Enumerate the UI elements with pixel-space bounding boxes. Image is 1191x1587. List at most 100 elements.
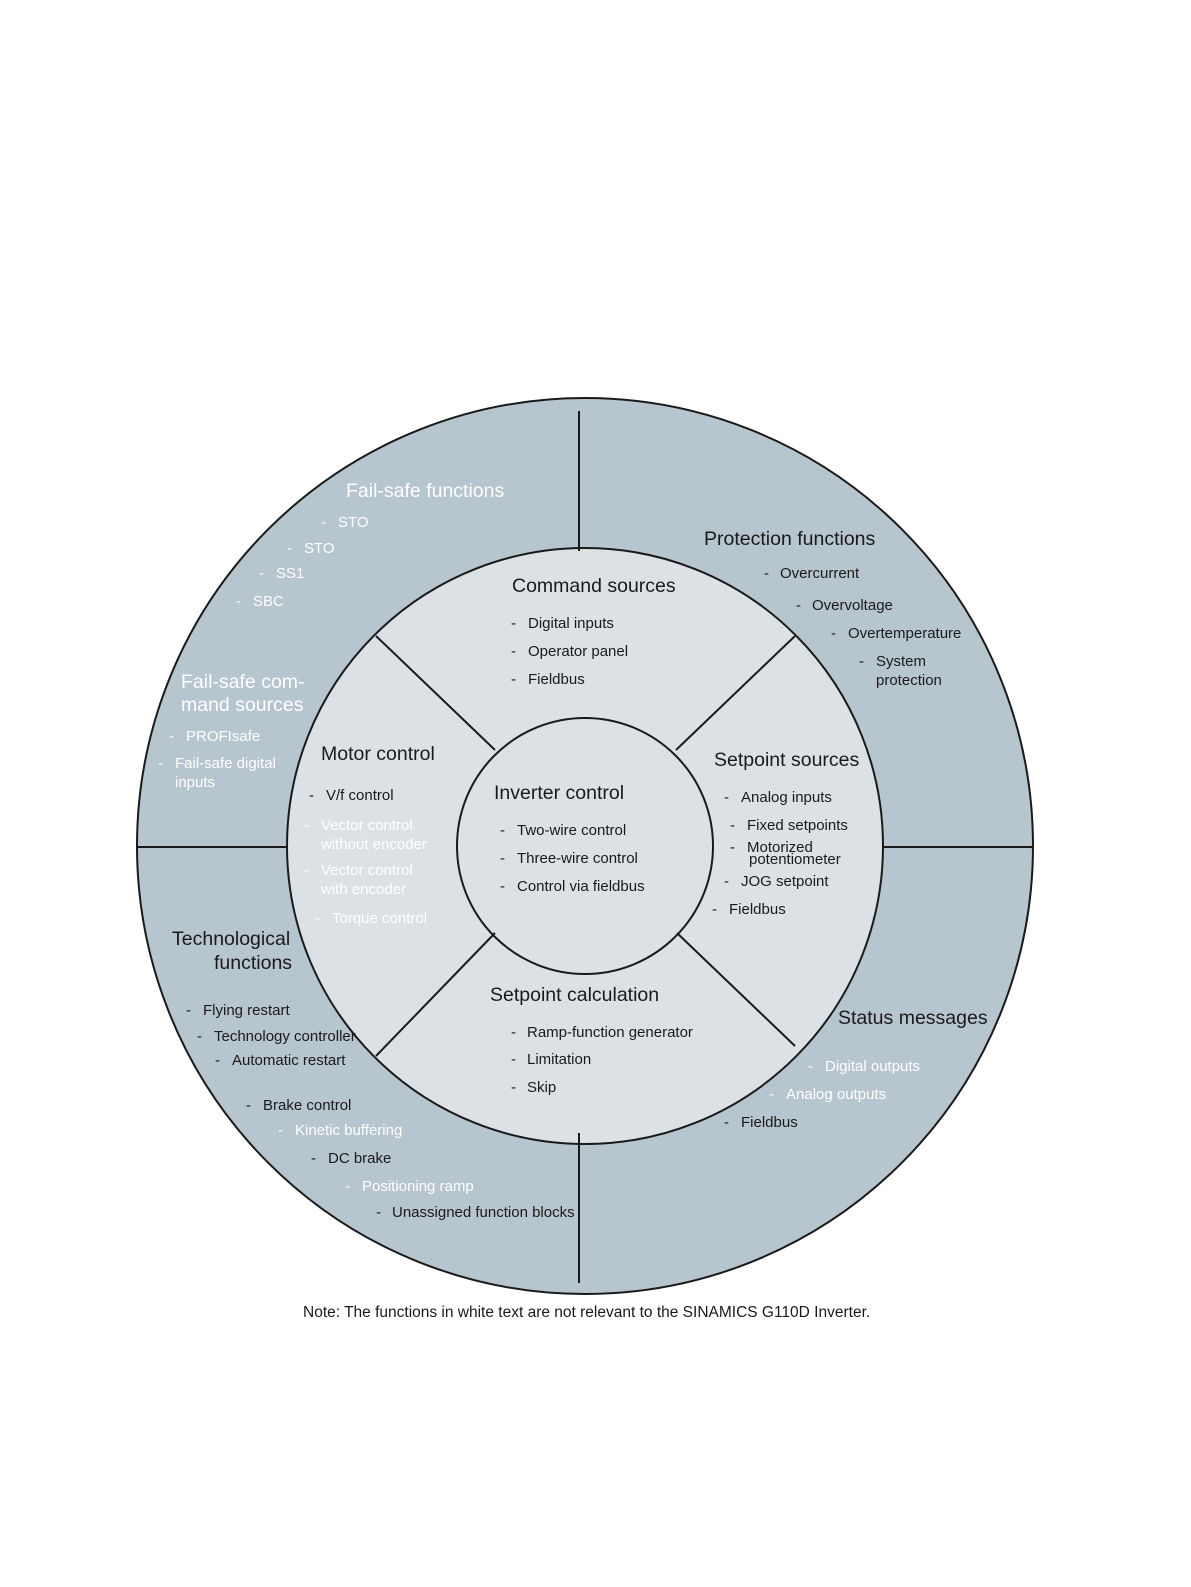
list-item-not-relevant: -STO — [287, 540, 335, 557]
item-label: Fixed setpoints — [747, 817, 848, 834]
list-item-not-relevant: -STO — [321, 514, 369, 531]
section-title: Motor control — [321, 743, 435, 765]
bullet: - — [169, 728, 174, 745]
list-item: -Fieldbus — [724, 1114, 798, 1131]
section-protection-functions: Protection functions -Overcurrent -Overv… — [704, 528, 961, 689]
center-inverter-control: Inverter control -Two-wire control -Thre… — [494, 782, 645, 895]
item-label: Unassigned function blocks — [392, 1204, 575, 1221]
bullet: - — [278, 1122, 283, 1139]
section-title: Fail-safe com- — [181, 671, 305, 693]
list-item: -Automatic restart — [215, 1052, 346, 1069]
list-item: -Brake control — [246, 1097, 351, 1114]
section-title: Setpoint sources — [714, 749, 860, 771]
section-fail-safe-functions: Fail-safe functions -STO -STO -SS1 -SBC — [236, 480, 504, 610]
inner-divider-top-right — [675, 635, 796, 751]
list-item: -JOG setpoint — [724, 873, 829, 890]
center-title: Inverter control — [494, 782, 624, 804]
inner-divider-top-left — [375, 635, 496, 751]
item-label: Fieldbus — [528, 671, 585, 688]
center-item: -Three-wire control — [500, 850, 638, 867]
item-label: JOG setpoint — [741, 873, 829, 890]
bullet: - — [808, 1058, 813, 1075]
list-item: -Fixed setpoints — [730, 817, 848, 834]
bullet: - — [796, 597, 801, 614]
section-title: Protection functions — [704, 528, 876, 550]
bullet: - — [376, 1204, 381, 1221]
section-title: Status messages — [838, 1007, 988, 1029]
item-label: Automatic restart — [232, 1052, 346, 1069]
item-label-line2: with encoder — [320, 881, 406, 898]
bullet: - — [500, 822, 505, 839]
bullet: - — [309, 787, 314, 804]
bullet: - — [287, 540, 292, 557]
section-status-messages: Status messages -Digital outputs -Analog… — [724, 1007, 988, 1131]
inner-divider-bottom-left — [375, 932, 496, 1057]
section-technological-functions: Technological functions -Flying restart … — [172, 928, 575, 1221]
bullet: - — [311, 1150, 316, 1167]
item-label: Motorized — [747, 839, 813, 856]
bullet: - — [724, 1114, 729, 1131]
section-title-line2: functions — [214, 952, 292, 974]
section-motor-control: Motor control -V/f control -Vector contr… — [304, 743, 435, 927]
center-item: -Two-wire control — [500, 822, 626, 839]
item-label: Digital inputs — [528, 615, 614, 632]
item-label: Fieldbus — [741, 1114, 798, 1131]
center-item: -Control via fieldbus — [500, 878, 645, 895]
item-label: SBC — [253, 593, 284, 610]
item-label-line2: protection — [876, 672, 942, 689]
bullet: - — [511, 643, 516, 660]
bullet: - — [764, 565, 769, 582]
section-title: Technological — [172, 928, 290, 950]
item-label: STO — [304, 540, 335, 557]
bullet: - — [259, 565, 264, 582]
bullet: - — [511, 615, 516, 632]
item-label: Fail-safe digital — [175, 755, 276, 772]
bullet: - — [186, 1002, 191, 1019]
bullet: - — [236, 593, 241, 610]
item-label: Control via fieldbus — [517, 878, 645, 895]
section-command-sources: Command sources -Digital inputs -Operato… — [511, 575, 676, 688]
item-label: Brake control — [263, 1097, 351, 1114]
item-label: Skip — [527, 1079, 556, 1096]
bullet: - — [304, 817, 309, 834]
section-setpoint-calculation: Setpoint calculation -Ramp-function gene… — [490, 984, 693, 1096]
item-label: STO — [338, 514, 369, 531]
bullet: - — [511, 1051, 516, 1068]
list-item: -Fieldbus — [511, 671, 585, 688]
item-label: Overvoltage — [812, 597, 893, 614]
bullet: - — [511, 1079, 516, 1096]
bullet: - — [500, 850, 505, 867]
list-item: -Unassigned function blocks — [376, 1204, 575, 1221]
list-item: -Operator panel — [511, 643, 628, 660]
list-item-not-relevant: -PROFIsafe — [169, 728, 260, 745]
list-item: -Ramp-function generator — [511, 1024, 693, 1041]
bullet: - — [158, 755, 163, 772]
section-title: Command sources — [512, 575, 676, 597]
list-item-not-relevant: -SBC — [236, 593, 284, 610]
list-item: -Overvoltage — [796, 597, 893, 614]
section-setpoint-sources: Setpoint sources -Analog inputs -Fixed s… — [712, 749, 860, 918]
item-label: V/f control — [326, 787, 394, 804]
bullet: - — [724, 873, 729, 890]
item-label: Analog outputs — [786, 1086, 886, 1103]
bullet: - — [315, 910, 320, 927]
bullet: - — [511, 671, 516, 688]
list-item-not-relevant: -SS1 — [259, 565, 304, 582]
item-label: System — [876, 653, 926, 670]
bullet: - — [197, 1028, 202, 1045]
bullet: - — [246, 1097, 251, 1114]
list-item: -Digital inputs — [511, 615, 614, 632]
bullet: - — [730, 839, 735, 856]
list-item-not-relevant: -Analog outputs — [769, 1086, 886, 1103]
item-label: DC brake — [328, 1150, 391, 1167]
bullet: - — [712, 901, 717, 918]
item-label: Fieldbus — [729, 901, 786, 918]
bullet: - — [831, 625, 836, 642]
list-item: -Limitation — [511, 1051, 591, 1068]
